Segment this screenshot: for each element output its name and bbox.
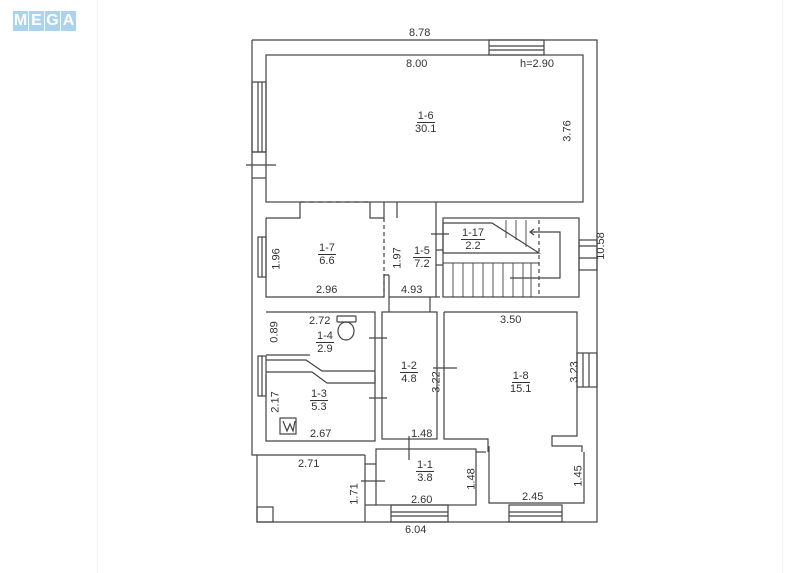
dim-1-7-height: 1.96 (270, 248, 283, 270)
dim-outer-top: 8.78 (409, 27, 431, 39)
dim-1-1-height: 1.48 (465, 468, 478, 490)
room-id: 1-7 (318, 242, 336, 255)
mega-watermark-logo: M E G A (13, 11, 76, 31)
logo-letter: A (61, 11, 76, 31)
room-area: 6.6 (319, 255, 335, 267)
room-id: 1-8 (511, 370, 530, 383)
room-area: 4.8 (401, 373, 417, 385)
dim-outer-bottom: 6.04 (405, 524, 427, 536)
room-1-7: 1-7 6.6 (318, 242, 336, 267)
dim-1-8-height: 3.23 (568, 361, 581, 383)
dim-1-3-height: 2.17 (269, 391, 282, 413)
dim-1-5-height: 1.97 (391, 247, 404, 269)
room-1-3: 1-3 5.3 (310, 388, 328, 413)
dim-1-7-width: 2.96 (316, 284, 338, 296)
room-id: 1-6 (416, 110, 435, 123)
logo-letter: E (29, 11, 44, 31)
dim-1-2-height: 3.22 (430, 371, 443, 393)
dim-1-6-height: 3.76 (561, 120, 574, 142)
logo-letter: G (45, 11, 60, 31)
dim-porch-right-height: 1.45 (572, 465, 585, 487)
ceiling-height: h=2.90 (520, 58, 554, 70)
room-1-2: 1-2 4.8 (400, 360, 418, 385)
dim-1-2-width: 1.48 (411, 428, 433, 440)
room-area: 30.1 (415, 123, 437, 135)
room-1-17-stairs: 1-17 2.2 (461, 227, 486, 252)
room-area: 7.2 (414, 258, 430, 270)
dim-1-6-width: 8.00 (406, 58, 428, 70)
room-1-6: 1-6 30.1 (415, 110, 436, 135)
room-area: 2.9 (317, 343, 333, 355)
dim-outer-right: 10.58 (594, 232, 607, 260)
sheet-edge-right (782, 0, 783, 573)
dim-porch-left-height: 1.71 (348, 483, 361, 505)
dim-1-4-height: 0.89 (268, 321, 281, 343)
room-1-8: 1-8 15.1 (510, 370, 531, 395)
room-id: 1-17 (461, 227, 486, 240)
room-area: 5.3 (311, 401, 327, 413)
room-id: 1-4 (316, 330, 334, 343)
dim-1-5-width: 4.93 (401, 284, 423, 296)
dim-1-8-width: 3.50 (500, 314, 522, 326)
room-area: 2.2 (465, 240, 481, 252)
room-id: 1-5 (413, 245, 431, 258)
dim-1-4-width: 2.72 (309, 315, 331, 327)
dim-porch-right-width: 2.45 (522, 491, 544, 503)
room-area: 3.8 (417, 472, 433, 484)
dim-porch-left-width: 2.71 (298, 458, 320, 470)
room-1-1: 1-1 3.8 (416, 459, 434, 484)
room-id: 1-2 (400, 360, 418, 373)
room-id: 1-1 (416, 459, 434, 472)
room-1-5: 1-5 7.2 (413, 245, 431, 270)
dim-1-3-width: 2.67 (310, 428, 332, 440)
sheet-edge-left (97, 0, 98, 573)
logo-letter: M (13, 11, 28, 31)
room-id: 1-3 (310, 388, 328, 401)
room-area: 15.1 (510, 383, 532, 395)
room-1-4: 1-4 2.9 (316, 330, 334, 355)
dim-1-1-width: 2.60 (411, 494, 433, 506)
